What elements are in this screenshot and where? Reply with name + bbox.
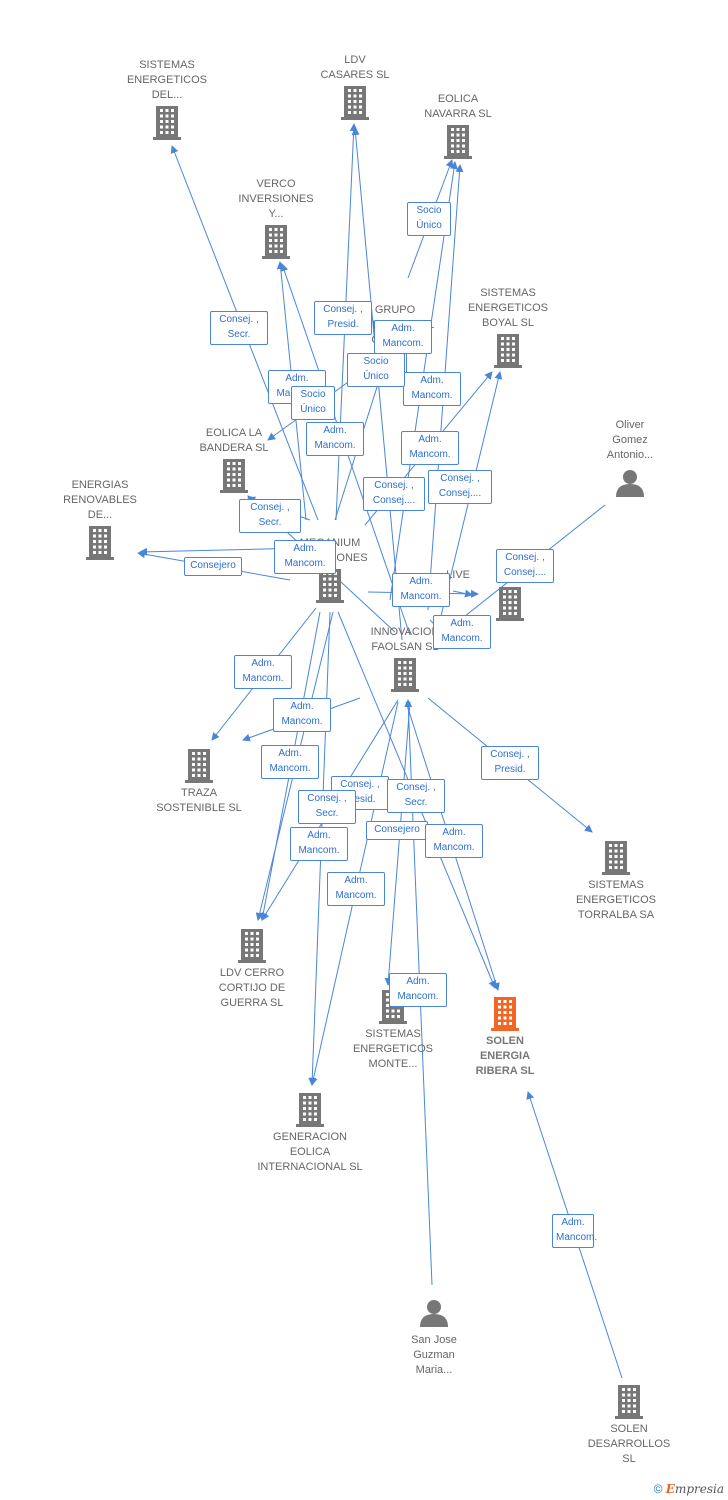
building-icon-ldv_casares[interactable]	[341, 86, 369, 120]
edge-label-innovacion-to-live[interactable]: Consejero	[184, 556, 242, 576]
building-icon-sist_boyal[interactable]	[494, 334, 522, 368]
node-label-energias[interactable]: ENERGIAS RENOVABLES DE...	[63, 479, 137, 521]
copyright-symbol: ©	[653, 1482, 663, 1496]
person-icon-oliver[interactable]	[616, 470, 644, 497]
node-label-verco[interactable]: VERCO INVERSIONES Y...	[238, 178, 314, 220]
edge-line-innovacion-to-live	[452, 589, 473, 598]
edge-label-oliver-to-live[interactable]: Adm. Mancom.	[392, 573, 450, 607]
building-icon-generacion[interactable]	[296, 1093, 324, 1127]
edge-label-meganium-to-eolica_bandera[interactable]: Consej. , Consej....	[363, 477, 425, 511]
building-icon-sist_del[interactable]	[153, 106, 181, 140]
edge-label-innovacion-to-eolica_bandera[interactable]: Consej. , Consej....	[428, 470, 492, 504]
edge-label-meganium-to-energias[interactable]: Adm. Mancom.	[274, 540, 336, 574]
edge-label-meganium-to-eolica_bandera[interactable]: Socio Único	[291, 386, 335, 420]
edge-label-innovacion-to-verco[interactable]: Adm. Mancom.	[401, 431, 459, 465]
building-icon-sist_torralba[interactable]	[602, 841, 630, 875]
node-label-ldv_cerro[interactable]: LDV CERRO CORTIJO DE GUERRA SL	[218, 967, 286, 1009]
node-label-generacion[interactable]: GENERACION EOLICA INTERNACIONAL SL	[257, 1131, 363, 1173]
edge-label-solen_desarrollos-to-solen_ribera[interactable]: Socio Único	[347, 353, 405, 387]
node-label-sist_monte[interactable]: SISTEMAS ENERGETICOS MONTE...	[352, 1028, 434, 1070]
building-icon-solen_ribera[interactable]	[491, 997, 519, 1031]
node-label-eolica_bandera[interactable]: EOLICA LA BANDERA SL	[199, 427, 269, 454]
node-label-solen_ribera[interactable]: SOLEN ENERGIA RIBERA SL	[475, 1035, 535, 1077]
node-label-eolica_navarra[interactable]: EOLICA NAVARRA SL	[424, 93, 492, 120]
edge-label-innovacion-to-generacion[interactable]: Adm. Mancom.	[389, 973, 447, 1007]
footer-brand: © Empresia	[654, 1482, 724, 1496]
edge-label-meganium-to-traza[interactable]: Adm. Mancom.	[273, 698, 331, 732]
edge-label-innovacion-to-eolica_navarra[interactable]: Adm. Mancom.	[403, 372, 461, 406]
edge-label-innovacion-to-traza[interactable]: Adm. Mancom.	[261, 745, 319, 779]
node-label-oliver[interactable]: Oliver Gomez Antonio...	[606, 419, 654, 461]
edge-label-meganium-to-eolica_navarra[interactable]: Adm. Mancom.	[374, 320, 432, 354]
building-icon-solen_desarrollos[interactable]	[615, 1385, 643, 1419]
node-label-sist_boyal[interactable]: SISTEMAS ENERGETICOS BOYAL SL	[467, 287, 549, 329]
building-icon-innovacion[interactable]	[391, 658, 419, 692]
edge-label-innovacion-to-ldv_cerro[interactable]: Consej. , Secr.	[298, 790, 356, 824]
edge-label-meganium-to-ldv_cerro[interactable]: Consej. , Presid.	[481, 746, 539, 780]
node-label-solen_desarrollos[interactable]: SOLEN DESARROLLOS SL	[587, 1423, 671, 1465]
building-icon-meganium[interactable]	[316, 569, 344, 603]
building-icon-live[interactable]	[496, 587, 524, 621]
node-label-traza[interactable]: TRAZA SOSTENIBLE SL	[156, 787, 242, 814]
person-icon-san_jose[interactable]	[420, 1300, 448, 1327]
building-icon-energias[interactable]	[86, 526, 114, 560]
edge-line-innovacion-to-solen_ribera	[384, 701, 411, 986]
edge-label-innovacion-to-solen_ribera[interactable]: Adm. Mancom.	[425, 824, 483, 858]
node-label-san_jose[interactable]: San Jose Guzman Maria...	[411, 1334, 457, 1376]
edge-label-meganium-to-ldv_casares[interactable]: Consej. , Presid.	[314, 301, 372, 335]
edge-label-san_jose-to-innovacion[interactable]: Adm. Mancom.	[552, 1214, 597, 1248]
edge-label-meganium-to-ldv_cerro[interactable]: Consej. , Secr.	[387, 779, 445, 813]
edge-label-innovacion-to-live[interactable]: Adm. Mancom.	[234, 655, 292, 689]
building-icon-ldv_cerro[interactable]	[238, 929, 266, 963]
node-label-sist_del[interactable]: SISTEMAS ENERGETICOS DEL...	[126, 59, 208, 101]
building-icon-traza[interactable]	[185, 749, 213, 783]
edge-label-meganium-to-generacion[interactable]: Adm. Mancom.	[327, 872, 385, 906]
building-icon-eolica_bandera[interactable]	[220, 459, 248, 493]
edge-label-meganium-to-solen_ribera[interactable]: Adm. Mancom.	[290, 827, 348, 861]
edge-label-innovacion-to-ldv_casares[interactable]: Adm. Mancom.	[306, 422, 364, 456]
node-label-live[interactable]: LIVE	[446, 569, 470, 581]
edge-label-innovacion-to-solen_ribera[interactable]: Consejero	[366, 820, 428, 840]
edge-label-meganium-to-live[interactable]: Adm. Mancom.	[433, 615, 491, 649]
icons-layer	[86, 86, 644, 1419]
building-icon-eolica_navarra[interactable]	[444, 125, 472, 159]
edge-label-meganium-to-grupo[interactable]: Consej. , Secr.	[210, 311, 268, 345]
brand-logo: Empresia	[665, 1482, 724, 1496]
node-label-sist_torralba[interactable]: SISTEMAS ENERGETICOS TORRALBA SA	[575, 879, 657, 921]
building-icon-verco[interactable]	[262, 225, 290, 259]
edge-label-meganium-to-energias[interactable]: Consej. , Consej....	[496, 549, 554, 583]
edge-label-innovacion-to-sist_boyal[interactable]: Consej. , Secr.	[239, 499, 301, 533]
edge-label-grupo-to-eolica_navarra[interactable]: Socio Único	[407, 202, 451, 236]
node-label-ldv_casares[interactable]: LDV CASARES SL	[320, 54, 390, 81]
